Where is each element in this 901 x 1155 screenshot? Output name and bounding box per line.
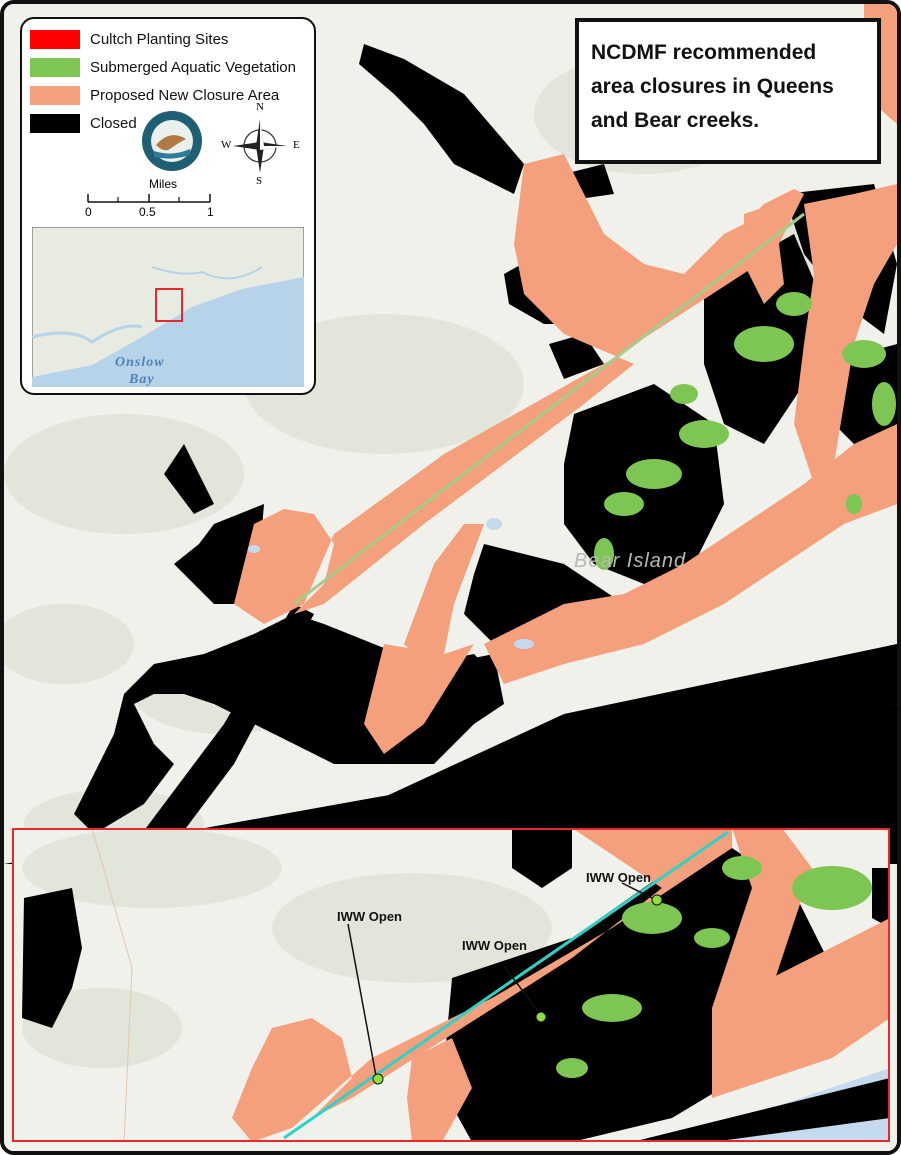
legend-item-cultch: Cultch Planting Sites bbox=[30, 29, 228, 49]
locator-inset-map bbox=[32, 227, 304, 387]
inset-water-label-2: Bay bbox=[129, 372, 155, 387]
iww-channel-line bbox=[283, 830, 729, 1140]
iww-open-marker-2 bbox=[535, 1011, 547, 1023]
closure-swatch bbox=[30, 85, 80, 105]
iww-open-label-1: IWW Open bbox=[337, 909, 402, 924]
title-line-3: and Bear creeks. bbox=[591, 109, 760, 132]
iww-open-marker-3 bbox=[651, 894, 663, 906]
sav-patches-main bbox=[594, 292, 896, 570]
inset-water-label-1: Onslow bbox=[115, 355, 165, 370]
iww-open-label-3: IWW Open bbox=[586, 870, 651, 885]
ncdmf-logo-icon bbox=[142, 111, 202, 171]
zoom-inset-border bbox=[12, 828, 890, 1142]
sav-patches-inset bbox=[556, 856, 872, 1078]
scale-tick-1: 1 bbox=[207, 205, 214, 219]
legend-panel: Cultch Planting Sites Submerged Aquatic … bbox=[20, 17, 316, 395]
compass-n: N bbox=[256, 101, 264, 113]
scale-tick-05: 0.5 bbox=[139, 205, 156, 219]
scale-bar bbox=[87, 194, 211, 203]
compass-e: E bbox=[293, 139, 300, 151]
locator-box bbox=[155, 288, 183, 322]
zoom-inset-map[interactable] bbox=[12, 828, 890, 1142]
legend-item-closure: Proposed New Closure Area bbox=[30, 85, 279, 105]
small-water-bodies bbox=[248, 518, 534, 649]
title-line-1: NCDMF recommended bbox=[591, 41, 817, 64]
legend-label: Proposed New Closure Area bbox=[90, 86, 280, 104]
place-label-bear-island: Bear Island bbox=[574, 550, 687, 572]
iww-open-label-2: IWW Open bbox=[462, 938, 527, 953]
legend-label: Closed bbox=[90, 114, 137, 132]
compass-s: S bbox=[256, 175, 263, 187]
scale-tick-0: 0 bbox=[85, 205, 92, 219]
closure-areas-main bbox=[234, 4, 897, 754]
compass-w: W bbox=[221, 139, 232, 151]
closed-areas-main bbox=[4, 44, 897, 864]
iww-open-marker-1 bbox=[372, 1073, 384, 1085]
legend-item-closed: Closed bbox=[30, 113, 137, 133]
legend-item-sav: Submerged Aquatic Vegetation bbox=[30, 57, 296, 77]
legend-label: Cultch Planting Sites bbox=[90, 30, 229, 48]
title-line-2: area closures in Queens bbox=[591, 75, 834, 98]
compass-rose-icon bbox=[233, 119, 287, 173]
legend-label: Submerged Aquatic Vegetation bbox=[90, 58, 296, 76]
intracoastal-line-main bbox=[293, 212, 805, 606]
closure-areas-inset bbox=[232, 828, 890, 1142]
cultch-swatch bbox=[30, 29, 80, 49]
sav-swatch bbox=[30, 57, 80, 77]
map-title-box: NCDMF recommended area closures in Queen… bbox=[575, 18, 881, 164]
closed-swatch bbox=[30, 113, 80, 133]
scale-title: Miles bbox=[149, 177, 178, 191]
